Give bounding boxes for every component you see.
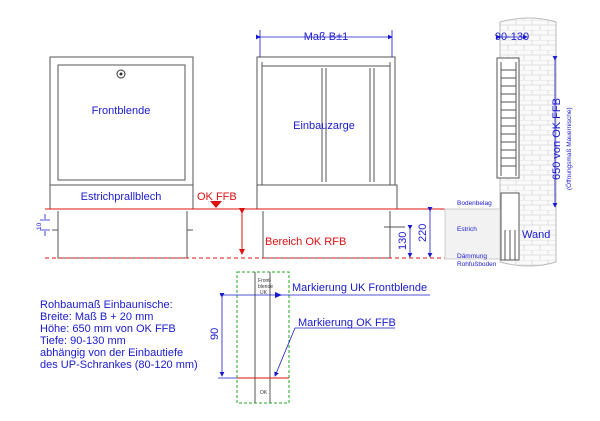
detail-front-text: Front- (258, 278, 272, 284)
bereich-ok-rfb-label: Bereich OK RFB (265, 236, 346, 248)
daemmung-label: Dämmung (457, 253, 487, 260)
einbauzarge-label: Einbauzarge (293, 120, 355, 132)
dim-10: 10 (36, 222, 43, 230)
estrich-label: Estrich (457, 226, 477, 233)
rough-opening-notes: Rohbaumaß Einbaunische: Breite: Maß B + … (40, 299, 198, 371)
markierung-uk-label: Markierung UK Frontblende (292, 282, 427, 294)
wand-label: Wand (522, 229, 550, 241)
installation-frame: Einbauzarge Maß B±1 (256, 30, 405, 259)
dim-650-sub: (Öffnungsmaß Mauernische) (565, 107, 573, 190)
note-line: Rohbaumaß Einbaunische: (40, 299, 173, 311)
rohfussboden-label: Rohfußboden (457, 261, 497, 268)
ok-ffb-marker-icon (210, 201, 222, 208)
detail-blende-text: blende (258, 284, 273, 290)
note-line: Breite: Maß B + 20 mm (40, 311, 153, 323)
markierung-ok-label: Markierung OK FFB (298, 317, 396, 329)
marking-detail: Front- blende UK OK Markierung UK Frontb… (209, 271, 430, 404)
dim-90: 90 (209, 328, 221, 340)
note-line: abhängig von der Einbautiefe (40, 347, 183, 359)
front-panel-cabinet: Frontblende Estrichprallblech (49, 56, 194, 259)
dim-130: 130 (397, 232, 409, 250)
note-line: des UP-Schrankes (80-120 mm) (40, 359, 198, 371)
mass-b-dimension: Maß B±1 (304, 31, 349, 43)
frontblende-label: Frontblende (92, 105, 151, 117)
estrichprallblech-label: Estrichprallblech (81, 191, 162, 203)
wall-section: 90-130 650 von OK FFB (Öffnungsmaß Mauer… (444, 17, 573, 268)
dim-650: 650 von OK FFB (551, 98, 563, 180)
detail-ok-text: OK (260, 390, 268, 396)
detail-uk-text: UK (260, 290, 268, 296)
dim-90-130: 90-130 (495, 31, 529, 43)
note-line: Höhe: 650 mm von OK FFB (40, 323, 176, 335)
note-line: Tiefe: 90-130 mm (40, 335, 126, 347)
ok-ffb-label: OK FFB (197, 191, 237, 203)
bodenbelag-label: Bodenbelag (457, 200, 492, 207)
dim-220: 220 (417, 224, 429, 242)
